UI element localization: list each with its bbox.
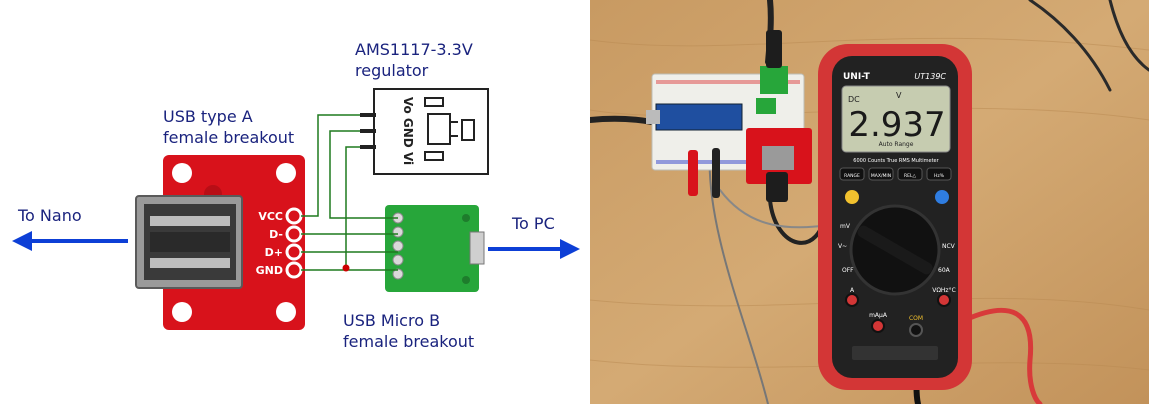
usb-a-label: USB type A female breakout	[163, 106, 294, 148]
usb-a-pin-vcc: VCC	[258, 210, 283, 223]
arduino-nano	[655, 103, 743, 131]
reg-pin-vo: Vo	[401, 97, 415, 114]
dial-ncv: NCV	[942, 243, 956, 250]
photo-multimeter-setup: UNI-T UT139C DC V 2.937 Auto Range 6000 …	[590, 0, 1149, 404]
btn-rel: REL△	[904, 173, 916, 179]
multimeter: UNI-T UT139C DC V 2.937 Auto Range 6000 …	[818, 44, 972, 390]
reg-pin-vi: Vi	[401, 152, 415, 165]
usb-a-pin-dplus: D+	[265, 246, 283, 259]
dial-60a: 60A	[938, 267, 951, 274]
lcd-mode: DC	[848, 95, 860, 104]
usb-a-label-line1: USB type A	[163, 107, 253, 126]
usb-a-pin-gnd: GND	[256, 264, 283, 277]
lcd-unit: V	[896, 91, 902, 100]
usb-micro-label-line1: USB Micro B	[343, 311, 441, 330]
meter-counts-text: 6000 Counts True RMS Multimeter	[853, 158, 939, 164]
btn-hz: Hz%	[934, 173, 945, 179]
lcd-reading: 2.937	[848, 105, 945, 145]
jack-ma: mAμA	[869, 312, 888, 319]
arrow-to-pc	[488, 239, 580, 259]
btn-maxmin: MAX/MIN	[871, 173, 891, 179]
arrow-to-nano	[12, 231, 128, 251]
usb-a-breakout: VCC D- D+ GND	[135, 155, 305, 330]
regulator-label-line2: regulator	[355, 61, 429, 80]
meter-buttons: RANGE MAX/MIN REL△ Hz%	[839, 167, 952, 181]
wires	[301, 114, 398, 271]
regulator-label-line1: AMS1117-3.3V	[355, 40, 473, 59]
btn-range: RANGE	[844, 173, 860, 179]
wiring-diagram: VCC D- D+ GND Vo GND Vi	[12, 88, 580, 330]
dial-off: OFF	[842, 267, 854, 274]
regulator-board: Vo GND Vi	[360, 88, 489, 175]
usb-micro-label-line2: female breakout	[343, 332, 475, 351]
dial-mv: mV	[840, 223, 851, 230]
jack-vohm: VΩHz°C	[932, 287, 956, 294]
regulator-label: AMS1117-3.3V regulator	[355, 39, 473, 81]
to-pc-label: To PC	[512, 214, 555, 233]
dial-vac: V~	[838, 243, 847, 250]
usb-micro-breakout	[385, 205, 485, 292]
lcd-range: Auto Range	[879, 141, 914, 148]
jack-a: A	[850, 287, 855, 294]
to-nano-label: To Nano	[18, 206, 82, 225]
usb-a-pin-dminus: D-	[269, 228, 283, 241]
reg-pin-gnd: GND	[401, 118, 415, 148]
usb-a-label-line2: female breakout	[163, 128, 295, 147]
usb-micro-label: USB Micro B female breakout	[343, 310, 474, 352]
meter-brand: UNI-T	[843, 72, 871, 82]
meter-model: UT139C	[914, 72, 946, 81]
junction-dot	[342, 264, 350, 272]
svg-text:Vo GND Vi: Vo GND Vi	[401, 97, 415, 165]
jack-com: COM	[909, 315, 923, 322]
